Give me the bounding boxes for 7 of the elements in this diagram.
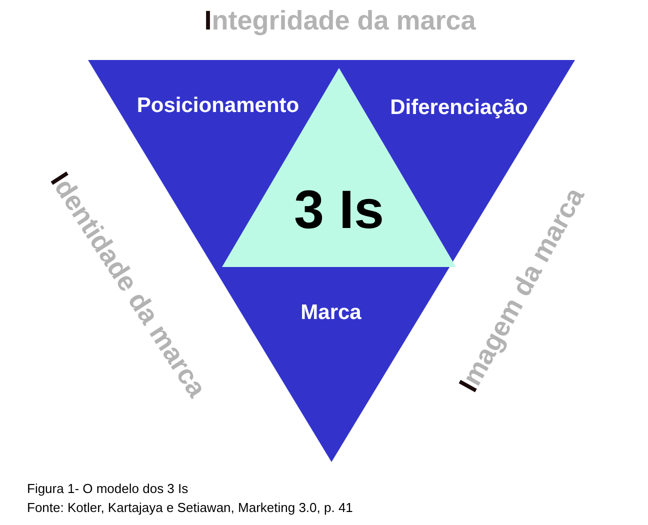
side-label: Integridade da marca xyxy=(204,6,476,36)
source-note: Fonte: Kotler, Kartajaya e Setiawan, Marketing 3.0, p. 41 xyxy=(27,500,353,515)
region-label: Posicionamento xyxy=(136,94,300,118)
region-label: Marca xyxy=(300,301,362,325)
center-label: 3 Is xyxy=(294,179,384,241)
figure-caption: Figura 1- O modelo dos 3 Is xyxy=(27,481,188,496)
region-label: Diferenciação xyxy=(390,96,528,120)
